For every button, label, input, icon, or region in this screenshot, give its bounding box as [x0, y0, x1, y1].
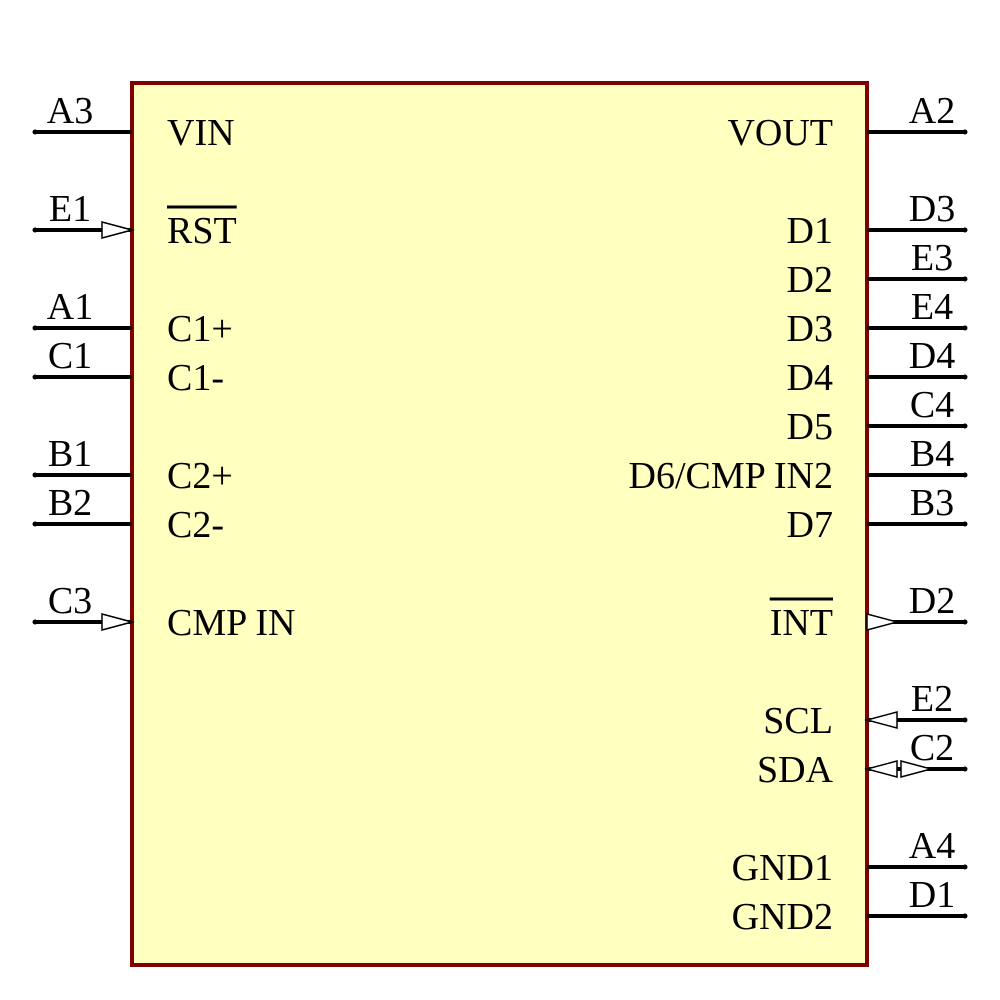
pin-name: C2- [167, 504, 224, 546]
pin-name: RST [167, 210, 237, 252]
bidirectional-arrow-in-icon [864, 760, 898, 778]
pin-endpoint [32, 129, 38, 135]
pin-number: D4 [909, 335, 955, 377]
pin-endpoint [962, 913, 968, 919]
pin-number: E2 [911, 678, 953, 720]
input-arrow-icon [101, 221, 135, 239]
input-arrow-icon [101, 613, 135, 631]
pin-number: B3 [910, 482, 954, 524]
pin-endpoint [962, 766, 968, 772]
pin-name: C1+ [167, 308, 233, 350]
pin-name: C1- [167, 357, 224, 399]
pin-number: D1 [909, 874, 955, 916]
pin-endpoint [962, 129, 968, 135]
pin-number: B1 [48, 433, 92, 475]
pin-endpoint [962, 521, 968, 527]
pin-endpoint [962, 619, 968, 625]
pin-endpoint [962, 227, 968, 233]
pin-name: C2+ [167, 455, 233, 497]
pin-number: C4 [910, 384, 954, 426]
pin-name: D7 [787, 504, 833, 546]
pin-name: SCL [763, 700, 833, 742]
pin-number: E4 [911, 286, 953, 328]
pin-name: SDA [757, 749, 834, 791]
pin-number: E1 [49, 188, 91, 230]
pin-endpoint [962, 276, 968, 282]
pin-number: B4 [910, 433, 954, 475]
pin-name: CMP IN [167, 602, 295, 644]
pin-endpoint [32, 227, 38, 233]
pin-number: A2 [909, 90, 955, 132]
pin-name: GND2 [732, 896, 833, 938]
pin-number: A4 [909, 825, 955, 867]
bidirectional-arrow-out-icon [900, 760, 934, 778]
pin-name: D5 [787, 406, 833, 448]
pin-endpoint [32, 374, 38, 380]
pin-number: B2 [48, 482, 92, 524]
pin-endpoint [32, 325, 38, 331]
pin-number: D2 [909, 580, 955, 622]
pin-endpoint [32, 619, 38, 625]
pin-name: D1 [787, 210, 833, 252]
output-arrow-icon [866, 613, 900, 631]
component-body[interactable] [130, 81, 869, 967]
pin-name: INT [770, 602, 833, 644]
pin-number: D3 [909, 188, 955, 230]
pin-number: A3 [47, 90, 93, 132]
pin-endpoint [962, 717, 968, 723]
pin-number: C1 [48, 335, 92, 377]
pin-name: VOUT [727, 112, 833, 154]
pin-endpoint [962, 374, 968, 380]
pin-endpoint [962, 472, 968, 478]
pin-endpoint [32, 521, 38, 527]
pin-number: C2 [910, 727, 954, 769]
pin-number: E3 [911, 237, 953, 279]
input-arrow-icon [864, 711, 898, 729]
pin-name: VIN [167, 112, 235, 154]
pin-number: C3 [48, 580, 92, 622]
pin-endpoint [962, 325, 968, 331]
pin-endpoint [962, 864, 968, 870]
pin-name: D4 [787, 357, 833, 399]
pin-number: A1 [47, 286, 93, 328]
pin-name: GND1 [732, 847, 833, 889]
pin-name: D3 [787, 308, 833, 350]
pin-endpoint [962, 423, 968, 429]
pin-name: D6/CMP IN2 [629, 455, 833, 497]
pin-endpoint [32, 472, 38, 478]
pin-name: D2 [787, 259, 833, 301]
